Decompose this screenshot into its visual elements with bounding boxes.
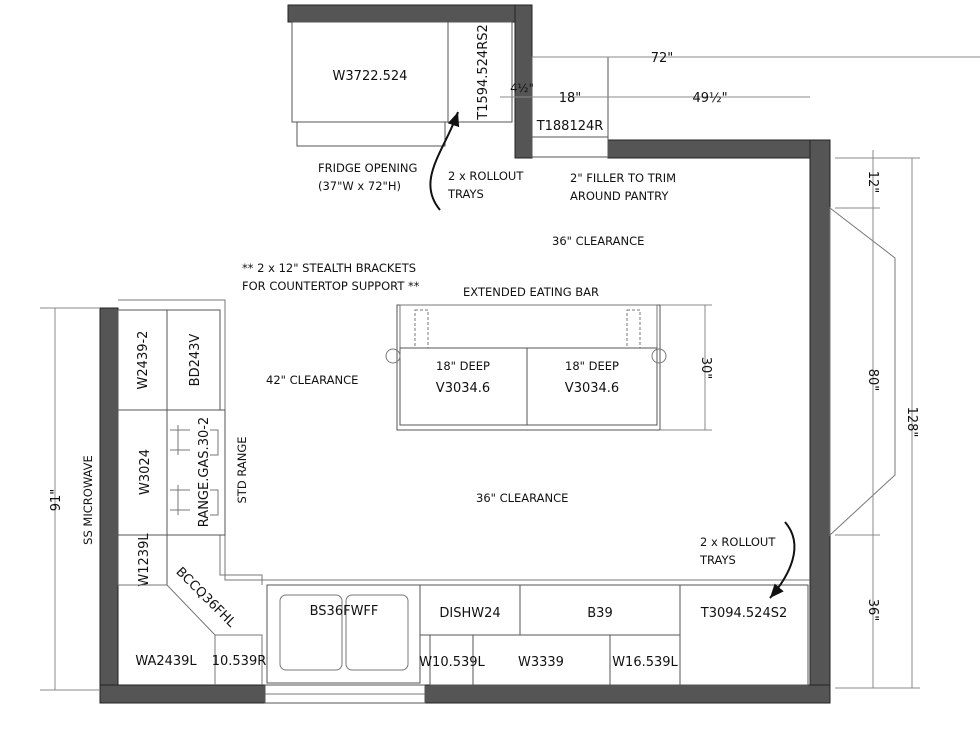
dim-80: 80" (865, 369, 880, 392)
label-range-wall: W3024 (138, 449, 153, 495)
dim-128: 128" (904, 407, 919, 438)
bracket-right (626, 309, 641, 356)
arrow-rollout-bottom (769, 521, 796, 599)
note-brackets-2: FOR COUNTERTOP SUPPORT ** (242, 279, 420, 293)
note-rollout-top: 2 x ROLLOUT (448, 169, 524, 183)
cabinet-wall-16[interactable] (609, 634, 681, 686)
cabinet-range-wall[interactable] (117, 409, 168, 536)
label-wall-16: W16.539L (612, 655, 678, 670)
label-left-upper-base: BD243V (188, 334, 203, 387)
label-island-left: V3034.6 (436, 381, 490, 396)
note-filler-2: AROUND PANTRY (570, 189, 669, 203)
label-left-upper-wall: W2439-2 (136, 331, 151, 390)
wall-top-fridge (287, 4, 533, 23)
wall-bottom-left (99, 684, 266, 704)
note-rollout-bottom-2: TRAYS (699, 553, 736, 567)
note-microwave: SS MICROWAVE (81, 455, 95, 545)
label-filler-right: 10.539R (212, 654, 267, 669)
cabinet-wall-33[interactable] (472, 634, 611, 686)
wall-bottom-right (424, 684, 831, 704)
cabinet-island-right[interactable] (526, 347, 658, 426)
wall-top-right (607, 139, 831, 159)
label-island-right: V3034.6 (565, 381, 619, 396)
cabinet-corner-base[interactable] (166, 584, 263, 685)
dim-4-5: 4½" (510, 81, 534, 95)
note-filler: 2" FILLER TO TRIM (570, 171, 676, 185)
label-left-lower-wall: W1239L (137, 533, 152, 587)
label-sink: BS36FWFF (310, 604, 379, 619)
note-clearance-bottom: 36" CLEARANCE (476, 491, 568, 505)
note-fridge-opening: FRIDGE OPENING (318, 161, 417, 175)
wall-right (809, 139, 831, 704)
label-corner-wall: WA2439L (135, 654, 197, 669)
range-burners-icon (170, 425, 219, 516)
label-range: RANGE.GAS.30-2 (197, 417, 212, 527)
dim-91: 91" (49, 489, 64, 512)
label-tall-right: T3094.524S2 (700, 606, 788, 621)
fridge-opening (296, 121, 446, 147)
cabinet-left-lower-wall[interactable] (117, 534, 168, 586)
cabinet-tall-left[interactable] (447, 21, 513, 123)
cabinet-tall-right[interactable] (679, 584, 809, 686)
note-fridge-size: (37"W x 72"H) (318, 179, 401, 193)
wall-left (99, 307, 119, 704)
label-pantry: T188124R (536, 119, 604, 134)
cabinet-left-upper-wall[interactable] (117, 309, 168, 411)
label-island-left-depth: 18" DEEP (436, 359, 490, 373)
bracket-left (414, 309, 429, 356)
note-rollout-top-2: TRAYS (447, 187, 484, 201)
range[interactable] (166, 409, 226, 536)
label-dishwasher: DISHW24 (439, 606, 500, 621)
cabinet-wall-10[interactable] (429, 634, 474, 686)
label-wall-33: W3339 (518, 655, 564, 670)
dim-18: 18" (559, 91, 582, 106)
dim-12: 12" (865, 171, 880, 194)
arrow-rollout-top (429, 111, 460, 211)
cabinet-island-left[interactable] (399, 347, 528, 426)
note-std-range: STD RANGE (235, 436, 249, 503)
bar-stool-left (385, 348, 401, 364)
label-tall-left: T1594.524RS2 (476, 24, 491, 121)
dim-36: 36" (865, 599, 880, 622)
label-wall-10: W10.539L (419, 655, 485, 670)
note-clearance-top: 36" CLEARANCE (552, 234, 644, 248)
bay-window (829, 206, 896, 537)
cabinet-left-upper-base[interactable] (166, 309, 221, 411)
cabinet-base-39[interactable] (519, 584, 681, 636)
dim-49-5: 49½" (692, 91, 727, 106)
note-rollout-bottom: 2 x ROLLOUT (700, 535, 776, 549)
label-fridge-wall: W3722.524 (333, 69, 408, 84)
bar-stool-right (651, 348, 667, 364)
walls (99, 4, 896, 704)
note-brackets: ** 2 x 12" STEALTH BRACKETS (242, 261, 416, 275)
sink[interactable] (266, 584, 421, 684)
label-island-right-depth: 18" DEEP (565, 359, 619, 373)
note-clearance-left: 42" CLEARANCE (266, 373, 358, 387)
note-eating-bar: EXTENDED EATING BAR (463, 285, 599, 299)
dishwasher[interactable] (419, 584, 521, 636)
dim-72: 72" (651, 51, 674, 66)
label-base-39: B39 (587, 606, 612, 621)
pantry-filler (531, 136, 609, 158)
dim-30: 30" (698, 357, 713, 380)
